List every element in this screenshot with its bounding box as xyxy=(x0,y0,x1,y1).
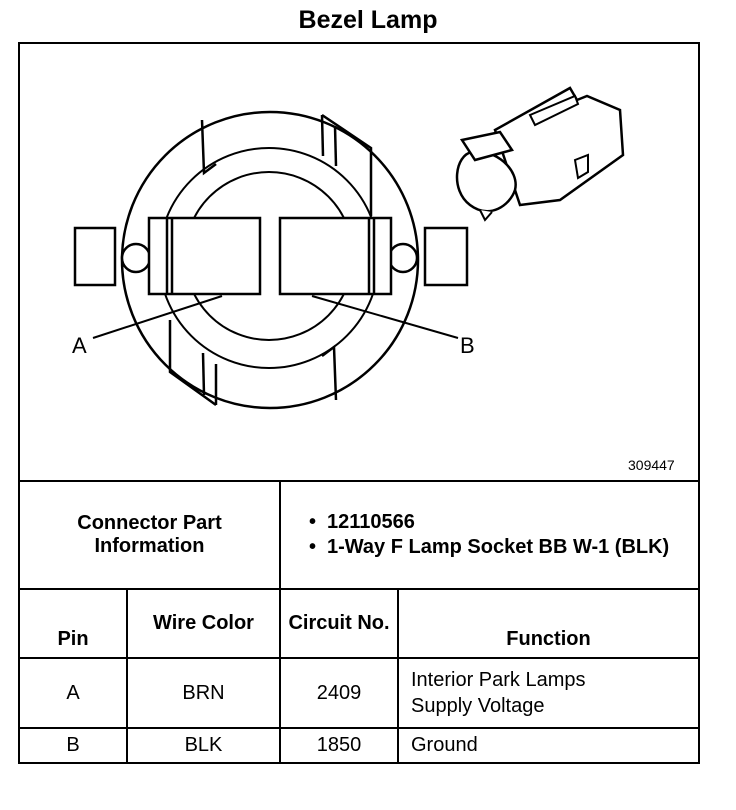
connector-face-diagram: A B xyxy=(72,86,625,410)
pin-label-a: A xyxy=(72,333,87,358)
leader-lines xyxy=(92,295,459,339)
connector-info-list: 12110566 1-Way F Lamp Socket BB W-1 (BLK… xyxy=(301,510,692,560)
wire-color-cell: BRN xyxy=(126,657,281,729)
wire-color-cell: BLK xyxy=(126,727,281,764)
function-cell: Interior Park Lamps Supply Voltage xyxy=(397,657,700,729)
figure-number: 309447 xyxy=(628,457,675,473)
pin-cell: A xyxy=(18,657,128,729)
header-pin: Pin xyxy=(18,588,128,659)
header-wire-color: Wire Color xyxy=(126,588,281,659)
connector-info-row: Connector Part Information 12110566 1-Wa… xyxy=(18,480,700,590)
circuit-cell: 2409 xyxy=(279,657,399,729)
socket-face xyxy=(73,110,469,410)
table-row: A BRN 2409 Interior Park Lamps Supply Vo… xyxy=(18,657,700,729)
table-row: B BLK 1850 Ground xyxy=(18,727,700,764)
page-title: Bezel Lamp xyxy=(298,6,438,34)
circuit-cell: 1850 xyxy=(279,727,399,764)
connector-info-label: Connector Part Information xyxy=(18,480,281,590)
connector-table: Connector Part Information 12110566 1-Wa… xyxy=(18,480,700,764)
pin-label-b: B xyxy=(460,333,475,358)
diagram-frame xyxy=(18,42,700,764)
table-header: Pin Wire Color Circuit No. Function xyxy=(18,588,700,659)
part-number: 12110566 xyxy=(309,510,692,535)
pin-cell: B xyxy=(18,727,128,764)
connector-description: 1-Way F Lamp Socket BB W-1 (BLK) xyxy=(309,535,692,560)
connector-picture xyxy=(455,86,625,222)
header-function: Function xyxy=(397,588,700,659)
header-circuit: Circuit No. xyxy=(279,588,399,659)
function-cell: Ground xyxy=(397,727,700,764)
